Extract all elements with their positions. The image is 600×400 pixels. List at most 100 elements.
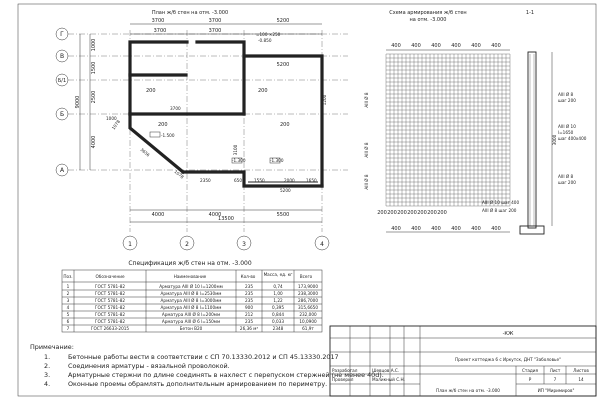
stamp-sheet-header: Лист	[550, 368, 561, 373]
spec-cell: 2	[67, 291, 70, 296]
wall-cross-section: 3000 AIII Ø 8 шаг 200 AIII Ø 10 l=1650 ш…	[519, 51, 587, 235]
svg-text:Масса, ед. кг: Масса, ед. кг	[264, 272, 293, 277]
bottom-dim-total: 13500	[218, 216, 234, 222]
plan-drawing: План ж/б стен на отм. -3.000 Г В Б/1 Б А…	[55, 10, 348, 251]
plan-bottom-dims: 4000 4000 5500 13500	[130, 209, 322, 223]
stamp-role2: Проверил	[332, 377, 354, 382]
axis-3: 3	[242, 241, 246, 248]
plan-title: План ж/б стен на отм. -3.000	[152, 10, 228, 16]
axis-b: Б	[60, 111, 64, 118]
spec-cell: 7	[67, 326, 70, 331]
stamp-sheet: 7	[554, 377, 557, 382]
svg-text:3656: 3656	[139, 147, 151, 158]
notes-heading: Примечание:	[30, 343, 74, 351]
spec-cell: 1,22	[273, 298, 283, 303]
note-3: 3.Арматурные стержни по длине соединять …	[44, 371, 384, 379]
svg-text:200: 200	[258, 88, 268, 94]
svg-text:400: 400	[471, 43, 481, 49]
spec-cell: ГОСТ 5781-82	[95, 305, 125, 310]
spec-cell: ГОСТ 5781-82	[95, 291, 125, 296]
svg-text:=100 ×250: =100 ×250	[256, 32, 281, 37]
left-dim-1: 1000	[91, 39, 97, 52]
spec-cell: Бетон В20	[180, 326, 203, 331]
stamp-stage-header: Стадия	[522, 368, 539, 373]
spec-cell: 286,7000	[298, 298, 318, 303]
spec-cell: 1,00	[273, 291, 283, 296]
svg-text:400: 400	[431, 43, 441, 49]
svg-text:2000: 2000	[284, 178, 295, 183]
section-subtitle: на отм. -3.000	[410, 17, 447, 23]
spec-cell: 235	[245, 291, 253, 296]
svg-text:400: 400	[451, 43, 461, 49]
svg-text:-1.500: -1.500	[161, 133, 175, 138]
spec-cell: 232,000	[299, 312, 317, 317]
svg-text:AIII Ø 8: AIII Ø 8	[364, 142, 369, 158]
axis-1: 1	[128, 241, 132, 248]
spec-cell: 1	[67, 284, 70, 289]
stamp-code: -КЖ	[503, 331, 514, 337]
note-1: 1.Бетонные работы вести в соответствии с…	[44, 353, 339, 361]
svg-text:AIII Ø 10: AIII Ø 10	[558, 124, 576, 129]
spec-cell: 4	[67, 305, 70, 310]
spec-cell: 0,74	[273, 284, 283, 289]
bottom-dim-1: 4000	[152, 212, 165, 218]
top-dim-3: 5200	[277, 18, 290, 24]
stamp-sheets-header: Листов	[573, 368, 589, 373]
spec-cell: 26,36 м³	[240, 326, 258, 331]
stamp-org: ИП "Миримиров"	[538, 388, 575, 393]
plan-inner-labels: =100 ×250 -0.850 200 200 3100 1200 200 3…	[106, 32, 327, 193]
left-dim-3: 2500	[91, 91, 97, 104]
svg-text:400: 400	[411, 43, 421, 49]
spec-cell: ГОСТ 5781-82	[95, 312, 125, 317]
section-title: Схема армирования ж/б стен	[389, 10, 466, 16]
plan-grid-lines	[68, 30, 348, 232]
spec-cell: 212	[245, 312, 253, 317]
svg-text:AIII Ø 10 шаг 400: AIII Ø 10 шаг 400	[482, 200, 519, 205]
svg-text:Поз.: Поз.	[63, 274, 72, 279]
svg-text:200: 200	[280, 122, 290, 128]
spec-cell: 0,033	[272, 319, 284, 324]
spec-cell: Арматура AIII Ø 8 l=3000мм	[161, 298, 222, 303]
svg-text:3000: 3000	[552, 134, 557, 145]
spec-cell: Арматура AIII Ø 8 l=200мм	[162, 312, 220, 317]
plan-axis-numbers: 1 2 3 4	[122, 235, 330, 251]
rebar-mesh	[385, 53, 511, 207]
axis-g: Г	[60, 31, 64, 38]
svg-text:-0.850: -0.850	[258, 38, 272, 43]
svg-text:400: 400	[491, 226, 501, 232]
svg-text:Кол-во: Кол-во	[241, 274, 256, 279]
svg-text:1078: 1078	[111, 119, 121, 131]
svg-text:200: 200	[377, 210, 387, 216]
spec-cell: 238,3000	[298, 291, 318, 296]
section-rebar-labels: AIII Ø 8 AIII Ø 8 AIII Ø 8 AIII Ø 10 шаг…	[364, 92, 519, 213]
rebar-section: Схема армирования ж/б стен на отм. -3.00…	[364, 10, 587, 235]
spec-cell: ГОСТ 26633-2015	[91, 326, 129, 331]
bottom-dim-2: 4000	[209, 212, 222, 218]
svg-text:1000: 1000	[106, 116, 117, 121]
svg-text:AIII Ø 8: AIII Ø 8	[558, 92, 574, 97]
spec-cell: Арматура AIII Ø 6 l=150мм	[162, 319, 220, 324]
spec-title: Спецификация ж/б стен на отм. -3.000	[128, 260, 252, 267]
spec-cell: ГОСТ 5781-82	[95, 298, 125, 303]
spec-cell: 10,0900	[299, 319, 317, 324]
bottom-dim-3: 5500	[277, 212, 290, 218]
top-dim-2: 3700	[209, 18, 222, 24]
spec-cell: Арматура AIII Ø 10 l=1200мм	[159, 284, 223, 289]
svg-text:200: 200	[427, 210, 437, 216]
stamp-sheet-title: План ж/б стен на отм. -3.000	[436, 388, 500, 393]
svg-text:Обозначение: Обозначение	[95, 274, 124, 279]
spec-cell: 235	[245, 298, 253, 303]
spec-cell: 173,9000	[298, 284, 318, 289]
svg-text:1650: 1650	[306, 178, 317, 183]
spec-cell: ГОСТ 5781-82	[95, 284, 125, 289]
svg-text:650: 650	[234, 178, 242, 183]
svg-text:Наименование: Наименование	[174, 274, 207, 279]
axis-2: 2	[185, 241, 189, 248]
spec-cell: 0,395	[272, 305, 284, 310]
svg-text:400: 400	[411, 226, 421, 232]
svg-text:шаг 200: шаг 200	[558, 98, 576, 103]
svg-text:200: 200	[387, 210, 397, 216]
stamp-project: Проект коттеджа 6 с Иркутск, ДНТ "Заболо…	[455, 357, 561, 362]
svg-text:1200: 1200	[322, 94, 327, 105]
svg-text:шаг 400х400: шаг 400х400	[558, 136, 587, 141]
